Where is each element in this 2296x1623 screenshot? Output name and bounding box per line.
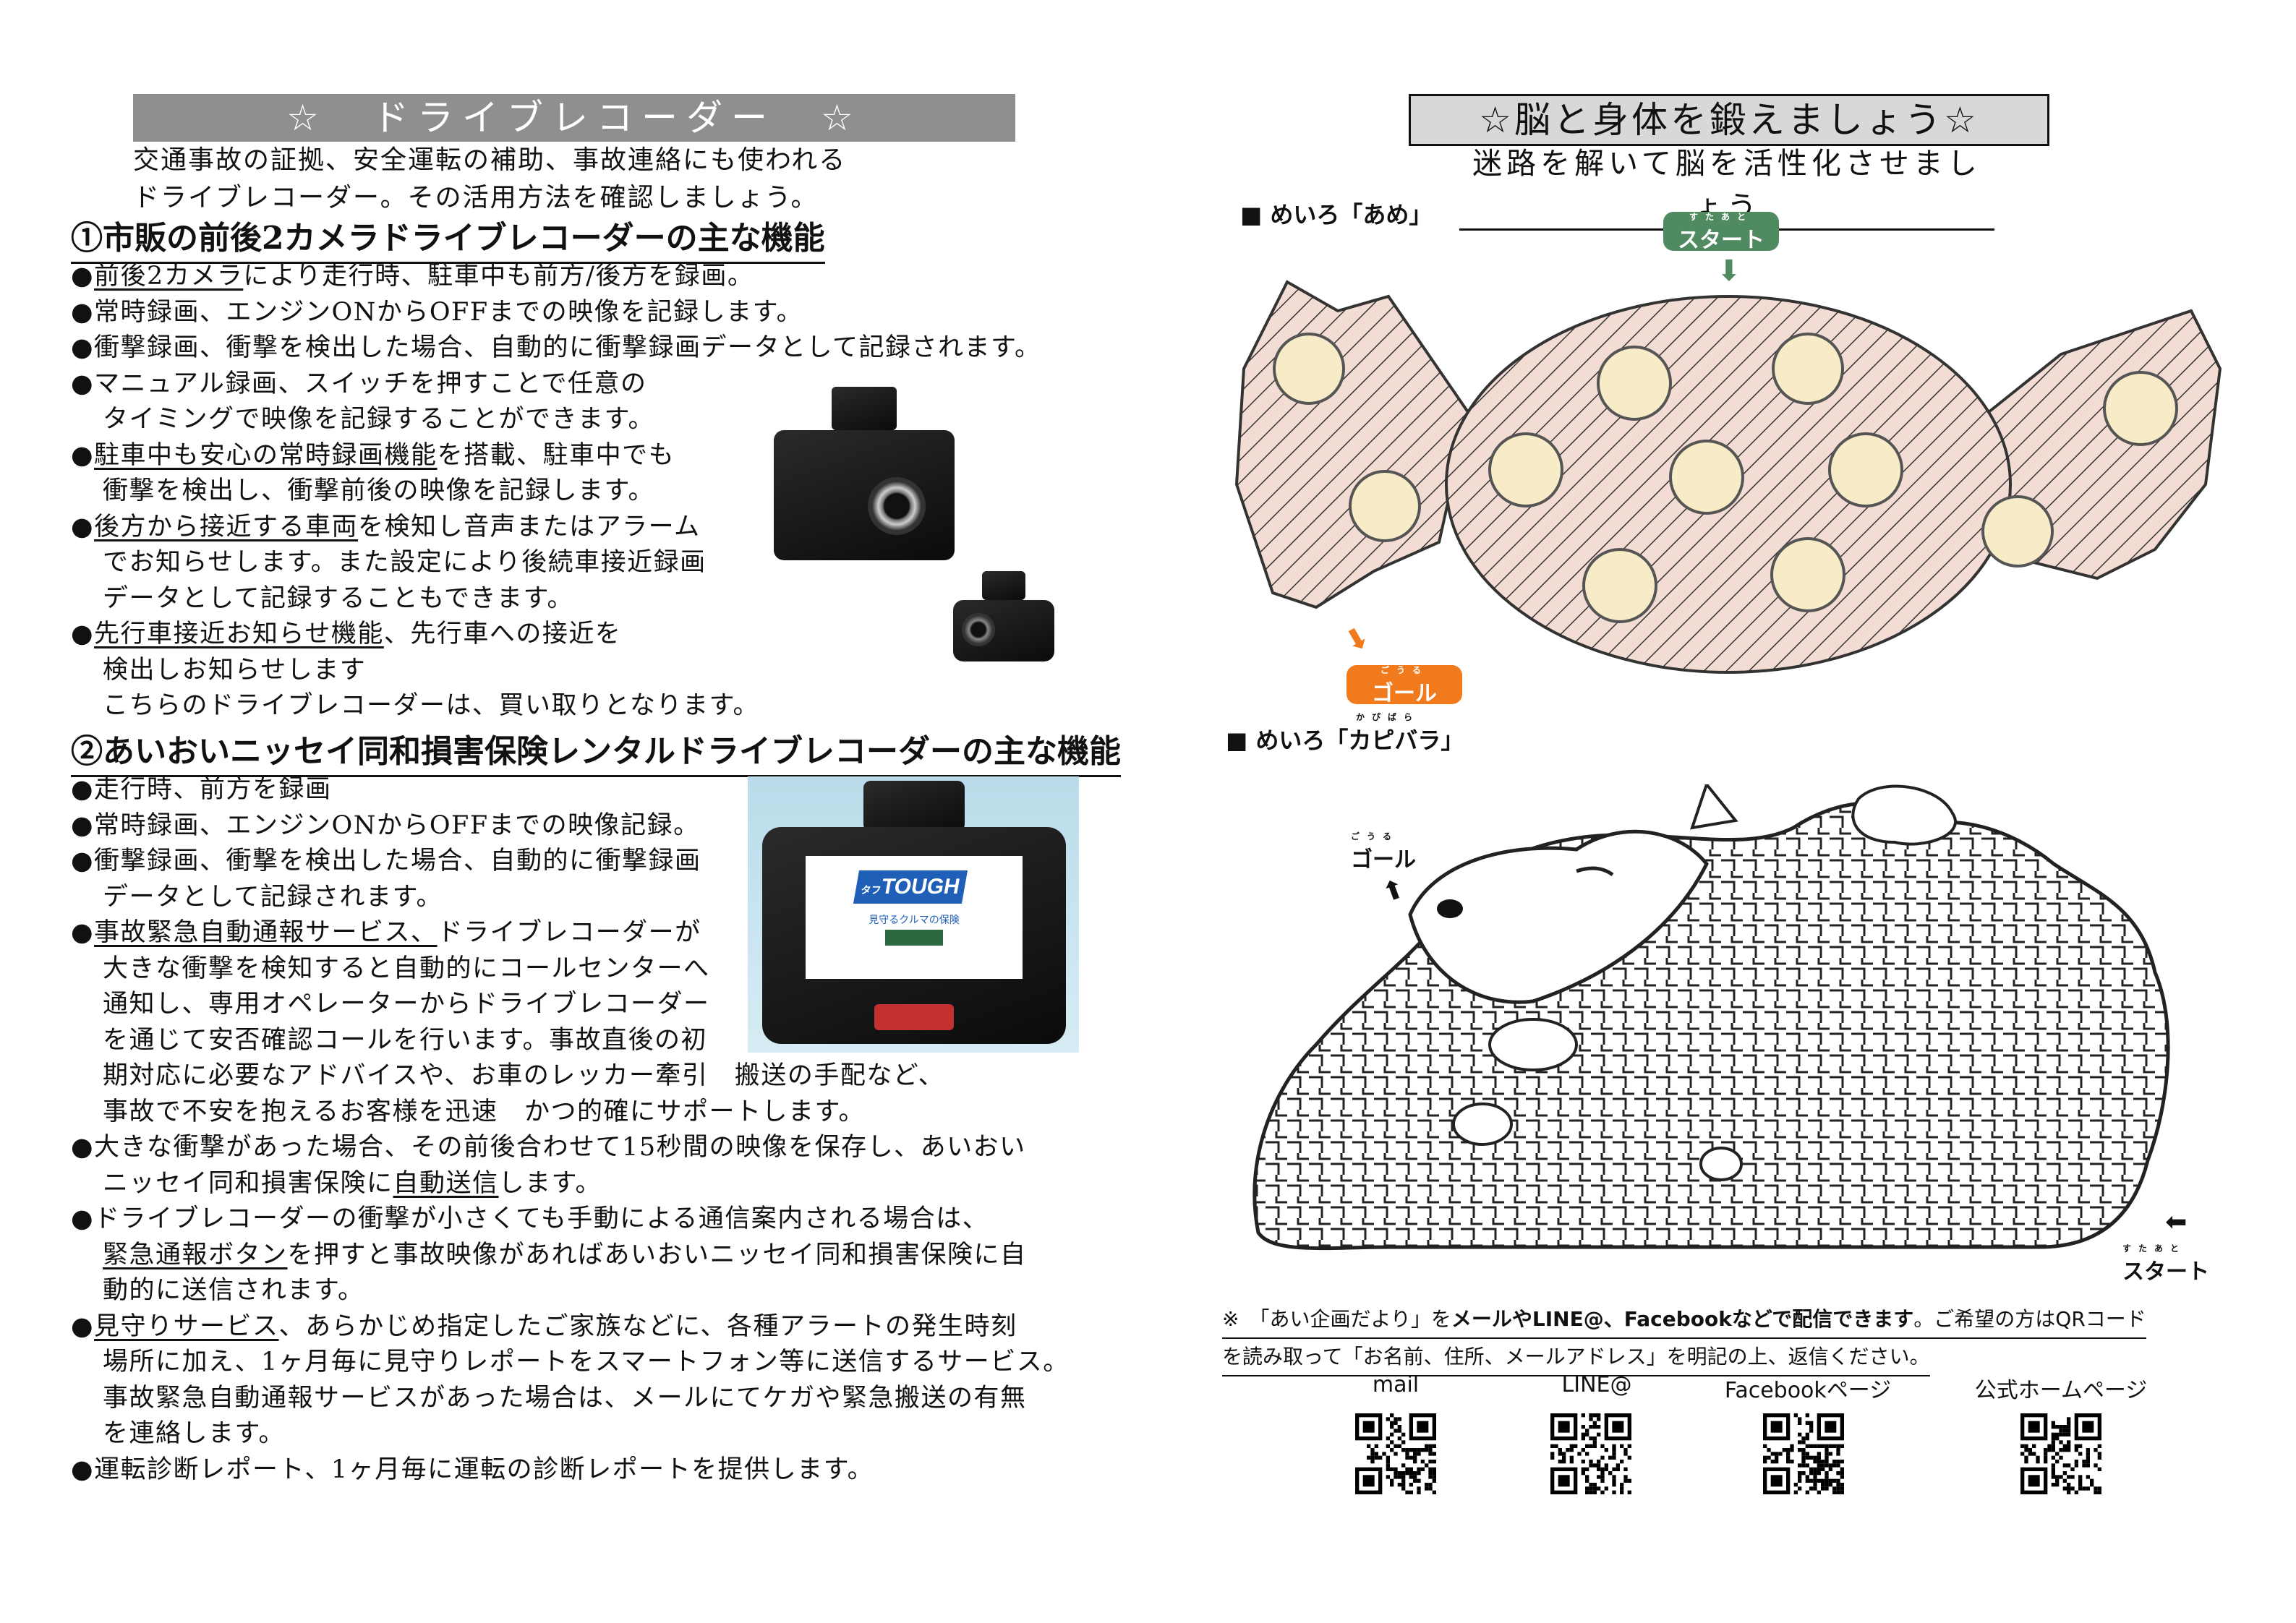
intro-line-1: 交通事故の証拠、安全運転の補助、事故連絡にも使われる — [133, 145, 847, 175]
list-item: ●マニュアル録画、スイッチを押すことで任意の — [71, 369, 647, 398]
list-item-cont: ニッセイ同和損害保険に自動送信します。 — [103, 1168, 602, 1198]
qr-label-line: LINE@ — [1561, 1372, 1632, 1397]
left-page-title: ☆ ドライブレコーダー ☆ — [133, 94, 1015, 142]
device-screen: タフTOUGH 見守るクルマの保険 — [806, 856, 1023, 979]
list-item-cont: 緊急通報ボタンを押すと事故映像があればあいおいニッセイ同和損害保険に自 — [103, 1240, 1027, 1269]
list-item: ●常時録画、エンジンONからOFFまでの映像記録。 — [71, 810, 700, 840]
list-item-cont: 事故で不安を抱えるお客様を迅速 かつ的確にサポートします。 — [103, 1097, 865, 1126]
candy-maze[interactable] — [1229, 267, 2227, 687]
list-item-cont: 場所に加え、1ヶ月毎に見守りレポートをスマートフォン等に送信するサービス。 — [103, 1348, 1070, 1376]
section2-list: ●走行時、前方を録画 ●常時録画、エンジンONからOFFまでの映像記録。 ●衝撃… — [71, 772, 1070, 1488]
maze2-start-label: すたあとスタート — [2122, 1243, 2209, 1285]
list-item-cont: を連絡します。 — [103, 1419, 286, 1448]
dashcam-front-photo — [774, 387, 955, 560]
maze1-goal-tag: ごうるゴール — [1347, 665, 1462, 706]
qr-code-facebook[interactable] — [1763, 1413, 1844, 1494]
list-item: ●大きな衝撃があった場合、その前後合わせて15秒間の映像を保存し、あいおい — [71, 1133, 1026, 1162]
list-item-cont: 動的に送信されます。 — [103, 1276, 364, 1305]
list-item-cont: 衝撃を検出し、衝撃前後の映像を記録します。 — [103, 476, 655, 505]
maze1-start-tag: すたあとスタート — [1663, 212, 1779, 253]
list-item-cont: データとして記録することもできます。 — [103, 583, 574, 613]
list-item: ●衝撃録画、衝撃を検出した場合、自動的に衝撃録画データとして記録されます。 — [71, 333, 1041, 362]
maze1-label: ■ めいろ「あめ」 — [1240, 201, 1433, 228]
list-item: ●事故緊急自動通報サービス、ドライブレコーダーが — [71, 918, 701, 947]
list-item-cont: 検出しお知らせします — [103, 655, 367, 685]
list-item: ●常時録画、エンジンONからOFFまでの映像を記録します。 — [71, 297, 803, 327]
right-page-title: ☆脳と身体を鍛えましょう☆ — [1409, 94, 2049, 146]
intro-line-2: ドライブレコーダー。その活用方法を確認しましょう。 — [133, 183, 819, 213]
list-item: ●走行時、前方を録画 — [71, 775, 332, 804]
list-item-cont: タイミングで映像を記録することができます。 — [103, 405, 655, 434]
section1-heading: ①市販の前後2カメラドライブレコーダーの主な機能 — [71, 217, 825, 264]
list-item-cont: を通じて安否確認コールを行います。事故直後の初 — [103, 1025, 708, 1055]
list-item-cont: 期対応に必要なアドバイスや、お車のレッカー牽引 搬送の手配など、 — [103, 1061, 945, 1090]
maze2-label: かぴばら■ めいろ「カピバラ」 — [1226, 712, 1464, 754]
newsletter-notice: ※ 「あい企画だより」をメールやLINE@、Facebookなどで配信できます。… — [1222, 1301, 2177, 1376]
list-item: ●駐車中も安心の常時録画機能を搭載、駐車中でも — [71, 440, 675, 470]
qr-label-facebook: Facebookページ — [1724, 1378, 1892, 1403]
list-item-cont: 通知し、専用オペレーターからドライブレコーダー — [103, 990, 710, 1019]
list-item-cont: 大きな衝撃を検知すると自動的にコールセンターへ — [103, 954, 710, 983]
list-item: ●後方から接近する車両を検知し音声またはアラーム — [71, 512, 701, 541]
capybara-maze[interactable] — [1244, 784, 2184, 1262]
list-item: ●運転診断レポート、1ヶ月毎に運転の診断レポートを提供します。 — [71, 1455, 874, 1484]
intro-text: 交通事故の証拠、安全運転の補助、事故連絡にも使われる ドライブレコーダー。その活… — [133, 142, 846, 217]
section1-list: ●前後2カメラにより走行時、駐車中も前方/後方を録画。 ●常時録画、エンジンON… — [71, 259, 1041, 724]
list-item: ●前後2カメラにより走行時、駐車中も前方/後方を録画。 — [71, 262, 754, 291]
qr-code-line[interactable] — [1550, 1413, 1631, 1494]
list-item-cont: データとして記録されます。 — [103, 882, 443, 912]
list-item-cont: でお知らせします。また設定により後続車接近録画 — [103, 548, 707, 577]
section2-heading: ②あいおいニッセイ同和損害保険レンタルドライブレコーダーの主な機能 — [71, 730, 1121, 777]
dashcam-rear-photo — [953, 571, 1054, 661]
list-item-cont: 事故緊急自動通報サービスがあった場合は、メールにてケガや緊急搬送の有無 — [103, 1383, 1027, 1413]
purchase-note: こちらのドライブレコーダーは、買い取りとなります。 — [103, 691, 759, 720]
qr-code-homepage[interactable] — [2020, 1413, 2101, 1494]
list-item: ●ドライブレコーダーの衝撃が小さくても手動による通信案内される場合は、 — [71, 1204, 989, 1233]
maze2-goal-label: ごうるゴール — [1351, 831, 1416, 873]
list-item: ●先行車接近お知らせ機能、先行車への接近を — [71, 620, 622, 648]
down-arrow-icon: ⬇ — [1717, 254, 1741, 288]
qr-code-mail[interactable] — [1355, 1413, 1436, 1494]
list-item: ●衝撃録画、衝撃を検出した場合、自動的に衝撃録画 — [71, 847, 701, 875]
qr-label-mail: mail — [1372, 1372, 1420, 1397]
qr-label-homepage: 公式ホームページ — [1974, 1378, 2148, 1403]
rental-dashcam-photo: タフTOUGH 見守るクルマの保険 — [748, 776, 1079, 1053]
list-item: ●見守りサービス、あらかじめ指定したご家族などに、各種アラートの発生時刻 — [71, 1311, 1017, 1341]
